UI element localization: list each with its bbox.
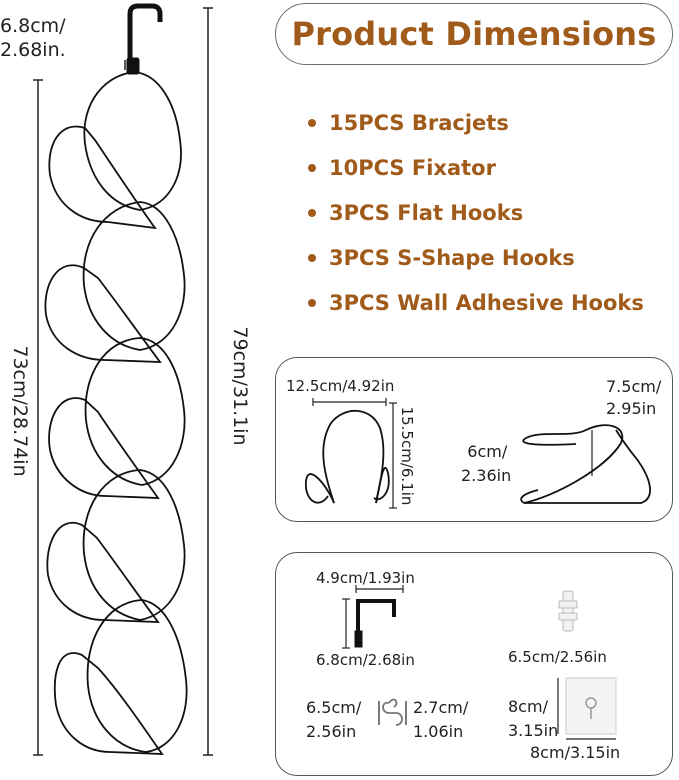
- s-hook-height-label: 6.5cm/ 2.56in: [306, 698, 362, 741]
- rack-dimension-lines: [33, 7, 213, 756]
- flat-hook-height-label: 6.8cm/2.68in: [316, 651, 415, 669]
- u-bracket-icon: [305, 409, 390, 504]
- accessory-dimensions-panel: 4.9cm/1.93in 6.8cm/2.68in 6.5cm/2.56in: [275, 552, 673, 776]
- adhesive-hook-icon: [557, 677, 617, 740]
- fixator-size-label: 6.5cm/2.56in: [508, 648, 607, 666]
- u-bracket-width-label: 12.5cm/4.92in: [286, 377, 395, 395]
- list-item: 3PCS S-Shape Hooks: [308, 235, 644, 280]
- feature-list: 15PCS Bracjets 10PCS Fixator 3PCS Flat H…: [308, 100, 644, 325]
- bullet-icon: [308, 253, 316, 262]
- bracket-dimensions-panel: 12.5cm/4.92in 15.5cm/6.1in 7.5cm/ 2.95in…: [275, 357, 673, 522]
- flat-hook-icon: [354, 599, 396, 648]
- bullet-icon: [308, 298, 316, 307]
- adhesive-width-label: 8cm/3.15in: [530, 743, 621, 762]
- u-bracket-height-label: 15.5cm/6.1in: [398, 406, 416, 506]
- s-hook-icon: [382, 698, 403, 726]
- flat-hook-width-label: 4.9cm/1.93in: [316, 569, 415, 587]
- side-bracket-icon: [520, 424, 651, 504]
- side-bracket-width-label: 7.5cm/ 2.95in: [606, 377, 662, 418]
- s-hook-width-label: 2.7cm/ 1.06in: [413, 698, 469, 741]
- list-item: 15PCS Bracjets: [308, 100, 644, 145]
- list-item: 3PCS Wall Adhesive Hooks: [308, 280, 644, 325]
- door-hook: [126, 3, 163, 75]
- page-title: Product Dimensions: [291, 15, 657, 53]
- list-item: 3PCS Flat Hooks: [308, 190, 644, 235]
- bullet-icon: [308, 208, 316, 217]
- side-bracket-height-label: 6cm/ 2.36in: [461, 442, 512, 485]
- u-bracket-height-wrap: 15.5cm/6.1in: [395, 398, 417, 518]
- bullet-icon: [308, 118, 316, 127]
- wire-loops: [44, 71, 188, 755]
- hook-size-label: 6.8cm/ 2.68in.: [0, 15, 66, 61]
- title-badge: Product Dimensions: [275, 3, 673, 65]
- adhesive-height-label: 8cm/ 3.15in: [508, 697, 559, 740]
- inner-length-label: 73cm/28.74in: [9, 345, 31, 477]
- bracket-drawings: [305, 398, 651, 509]
- bullet-icon: [308, 163, 316, 172]
- total-length-label: 79cm/31.1in: [229, 326, 251, 446]
- list-item: 10PCS Fixator: [308, 145, 644, 190]
- rack-illustration: [33, 3, 213, 756]
- accessory-drawings: [342, 585, 617, 740]
- fixator-icon: [558, 590, 578, 632]
